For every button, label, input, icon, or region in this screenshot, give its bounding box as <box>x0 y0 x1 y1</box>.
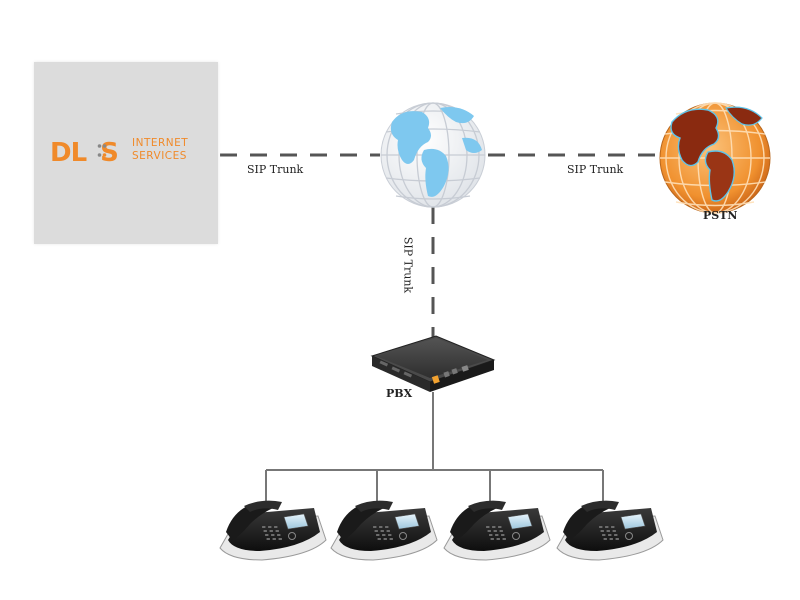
pbx-label: PBX <box>386 387 413 400</box>
pbx-device-icon <box>370 335 496 392</box>
internet-globe-icon <box>380 102 486 208</box>
sip-trunk-label-left: SIP Trunk <box>247 163 304 176</box>
logo-text-internet: INTERNET <box>132 137 189 149</box>
desk-phone-icon <box>330 500 438 561</box>
sip-trunk-label-right: SIP Trunk <box>567 163 624 176</box>
desk-phone-icon <box>219 500 327 561</box>
logo-dots-icon <box>97 144 107 157</box>
sip-trunk-label-vertical: SIP Trunk <box>401 236 415 294</box>
phone-distribution-lines <box>265 392 604 505</box>
desk-phone-icon <box>443 500 551 561</box>
pstn-globe-icon <box>659 102 771 214</box>
pstn-label: PSTN <box>703 209 738 222</box>
logo-text-services: SERVICES <box>132 150 187 162</box>
desk-phone-icon <box>556 500 664 561</box>
